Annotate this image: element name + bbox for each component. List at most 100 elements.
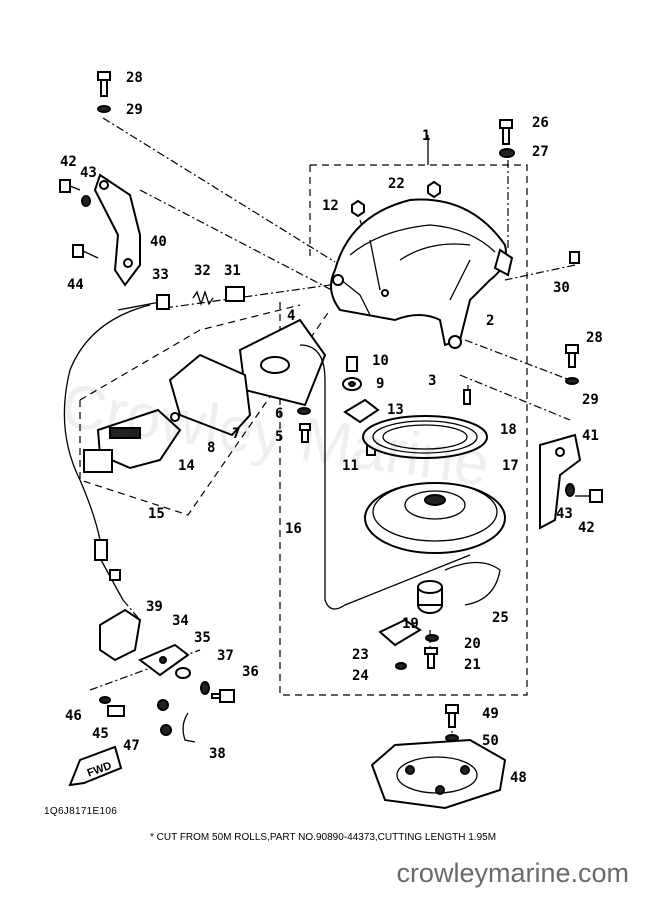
assembly-box-1: [279, 135, 528, 696]
callout-48: 48: [510, 770, 527, 786]
callout-28a: 28: [126, 70, 143, 86]
callout-11: 11: [342, 458, 359, 474]
nut-12: [351, 199, 365, 218]
callout-3: 3: [428, 373, 436, 389]
drum-pulley-17: [364, 482, 506, 554]
callout-50: 50: [482, 733, 499, 749]
callout-24: 24: [352, 668, 369, 684]
holder-34: [138, 643, 190, 677]
bolt-26: [499, 119, 513, 145]
assembly-box-15: [79, 304, 331, 516]
washer-43-right: [565, 483, 575, 497]
nuts-47: [157, 699, 172, 736]
washer-46: [99, 696, 111, 704]
collar-35: [175, 667, 191, 679]
callout-22: 22: [388, 176, 405, 192]
callout-37: 37: [217, 648, 234, 664]
collar-10: [346, 356, 358, 372]
callout-4: 4: [287, 308, 295, 324]
handle-14: [96, 408, 182, 470]
site-name: crowleymarine.com: [396, 858, 629, 888]
callout-2: 2: [486, 313, 494, 329]
callout-35: 35: [194, 630, 211, 646]
plate-23: [378, 618, 422, 647]
bolt-42-right: [575, 489, 603, 503]
callout-labels: 1 2 3 4 5 6 7 8 9 10 11 12 13 14 15 16 1…: [60, 70, 603, 786]
callout-20: 20: [464, 636, 481, 652]
callout-12: 12: [322, 198, 339, 214]
callout-18: 18: [500, 422, 517, 438]
callout-34: 34: [172, 613, 189, 629]
callout-8: 8: [207, 440, 215, 456]
washer-43-left: [81, 195, 91, 207]
callout-47: 47: [123, 738, 140, 754]
handle-15: [83, 449, 113, 473]
callout-28b: 28: [586, 330, 603, 346]
cable-end-33: [117, 294, 170, 311]
bolt-42-left: [59, 179, 81, 193]
plunger-31: [225, 286, 245, 302]
spring-32: [192, 289, 214, 307]
callout-43b: 43: [556, 506, 573, 522]
callout-5: 5: [275, 429, 283, 445]
callout-14: 14: [178, 458, 195, 474]
callout-21: 21: [464, 657, 481, 673]
callout-31: 31: [224, 263, 241, 279]
bolt-49: [445, 704, 459, 728]
bolt-36: [211, 689, 235, 703]
callout-10: 10: [372, 353, 389, 369]
spiral-spring-18: [362, 415, 488, 459]
callout-38: 38: [209, 746, 226, 762]
washer-29-top: [97, 105, 111, 113]
footnote: * CUT FROM 50M ROLLS,PART NO.90890-44373…: [150, 832, 497, 843]
bolt-44: [72, 244, 99, 259]
callout-29b: 29: [582, 392, 599, 408]
callout-42b: 42: [578, 520, 595, 536]
spring-25: [444, 561, 501, 606]
cap-30: [569, 251, 580, 264]
fwd-arrow-icon: FWD: [68, 745, 123, 787]
callout-40: 40: [150, 234, 167, 250]
washer-29-right: [565, 377, 579, 385]
callout-43a: 43: [80, 165, 97, 181]
callout-27: 27: [532, 144, 549, 160]
bolt-21: [424, 647, 438, 669]
washer-27: [499, 148, 515, 158]
callout-45: 45: [92, 726, 109, 742]
callout-44: 44: [67, 277, 84, 293]
callout-32: 32: [194, 263, 211, 279]
nut-24: [395, 662, 407, 670]
bracket-40: [93, 173, 141, 287]
callout-19: 19: [402, 616, 419, 632]
catalog-code: 1Q6J8171E106: [44, 806, 118, 817]
callout-1: 1: [422, 128, 430, 144]
callout-25: 25: [492, 610, 509, 626]
bolt-45: [107, 705, 125, 717]
clip-38: [182, 712, 196, 743]
callout-7: 7: [232, 426, 240, 442]
callout-13: 13: [387, 402, 404, 418]
pin-3: [463, 389, 471, 405]
nut-22: [427, 180, 441, 199]
washer-6: [297, 407, 311, 415]
washer-37: [200, 681, 210, 695]
callout-16: 16: [285, 521, 302, 537]
holder-4: [238, 318, 327, 407]
bracket-41: [539, 433, 582, 530]
bushing-9: [342, 377, 362, 391]
callout-30: 30: [553, 280, 570, 296]
washer-20: [425, 634, 439, 642]
drive-pawl-19: [417, 580, 443, 614]
starter-case: [330, 198, 514, 349]
callout-42a: 42: [60, 154, 77, 170]
callout-23: 23: [352, 647, 369, 663]
callout-15: 15: [148, 506, 165, 522]
bolt-28-top: [97, 71, 111, 97]
callout-49: 49: [482, 706, 499, 722]
bolt-5: [299, 423, 311, 443]
plate-7: [168, 353, 252, 437]
plate-13: [343, 398, 380, 424]
callout-9: 9: [376, 376, 384, 392]
callout-29a: 29: [126, 102, 143, 118]
